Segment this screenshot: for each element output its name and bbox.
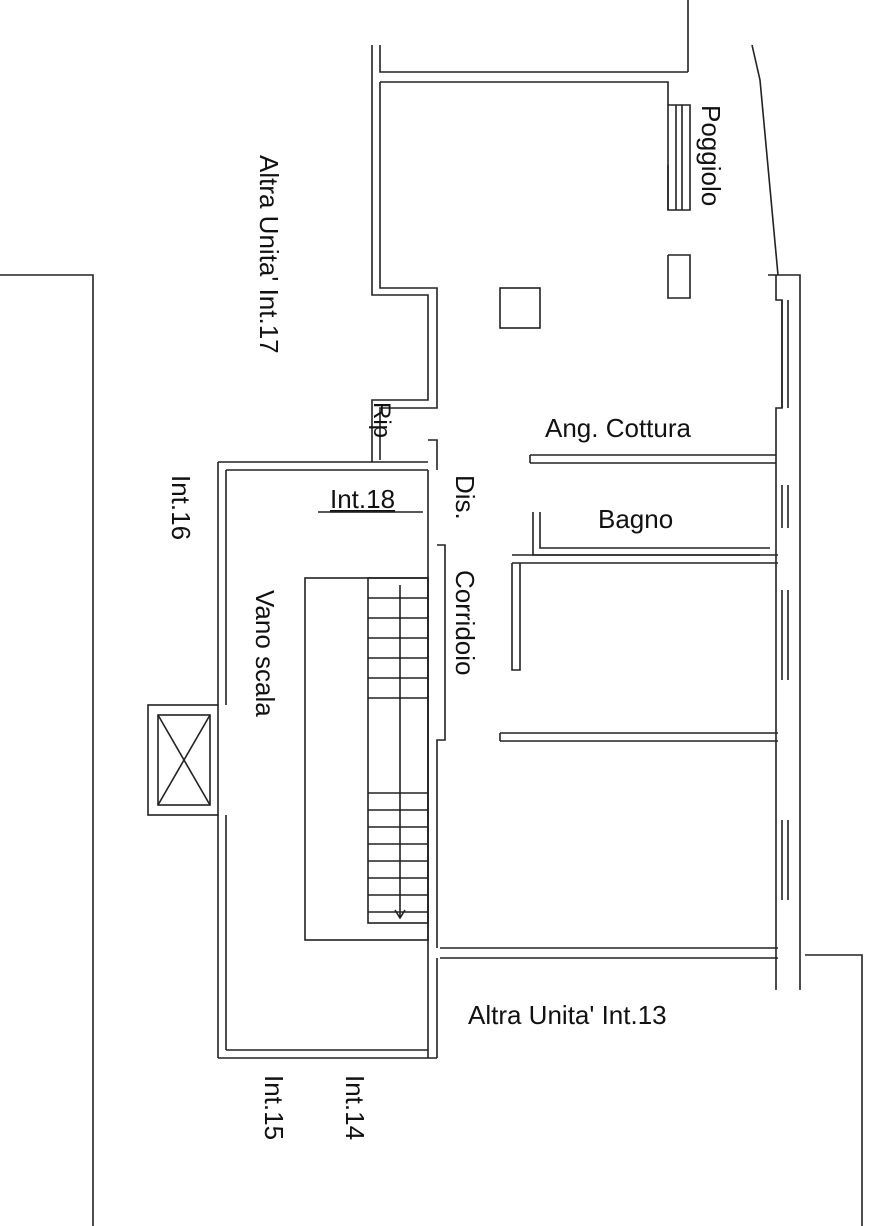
apartment-walls xyxy=(371,45,801,1058)
stairwell xyxy=(217,461,437,1059)
label-altra-unita-17: Altra Unita' Int.17 xyxy=(254,155,284,354)
label-bagno: Bagno xyxy=(598,504,673,534)
label-corridoio: Corridoio xyxy=(450,570,480,676)
label-ang-cottura: Ang. Cottura xyxy=(545,413,692,443)
neighbor-outline-right xyxy=(805,954,863,1226)
label-int18: Int.18 xyxy=(330,484,395,514)
label-int15: Int.15 xyxy=(259,1075,289,1140)
label-poggiolo: Poggiolo xyxy=(696,105,726,206)
balcony-edge xyxy=(751,44,779,276)
stair-steps xyxy=(368,597,428,913)
elevator-icon xyxy=(147,704,219,816)
label-int14: Int.14 xyxy=(340,1075,370,1140)
label-vano-scala: Vano scala xyxy=(250,590,280,717)
label-rip: Rip xyxy=(368,402,395,438)
label-dis: Dis. xyxy=(450,475,480,520)
stair-direction-arrow-icon xyxy=(394,585,406,920)
label-altra-unita-13: Altra Unita' Int.13 xyxy=(468,1000,667,1030)
neighbor-outline-left xyxy=(0,274,94,1226)
label-int16: Int.16 xyxy=(166,475,196,540)
column xyxy=(499,287,541,329)
